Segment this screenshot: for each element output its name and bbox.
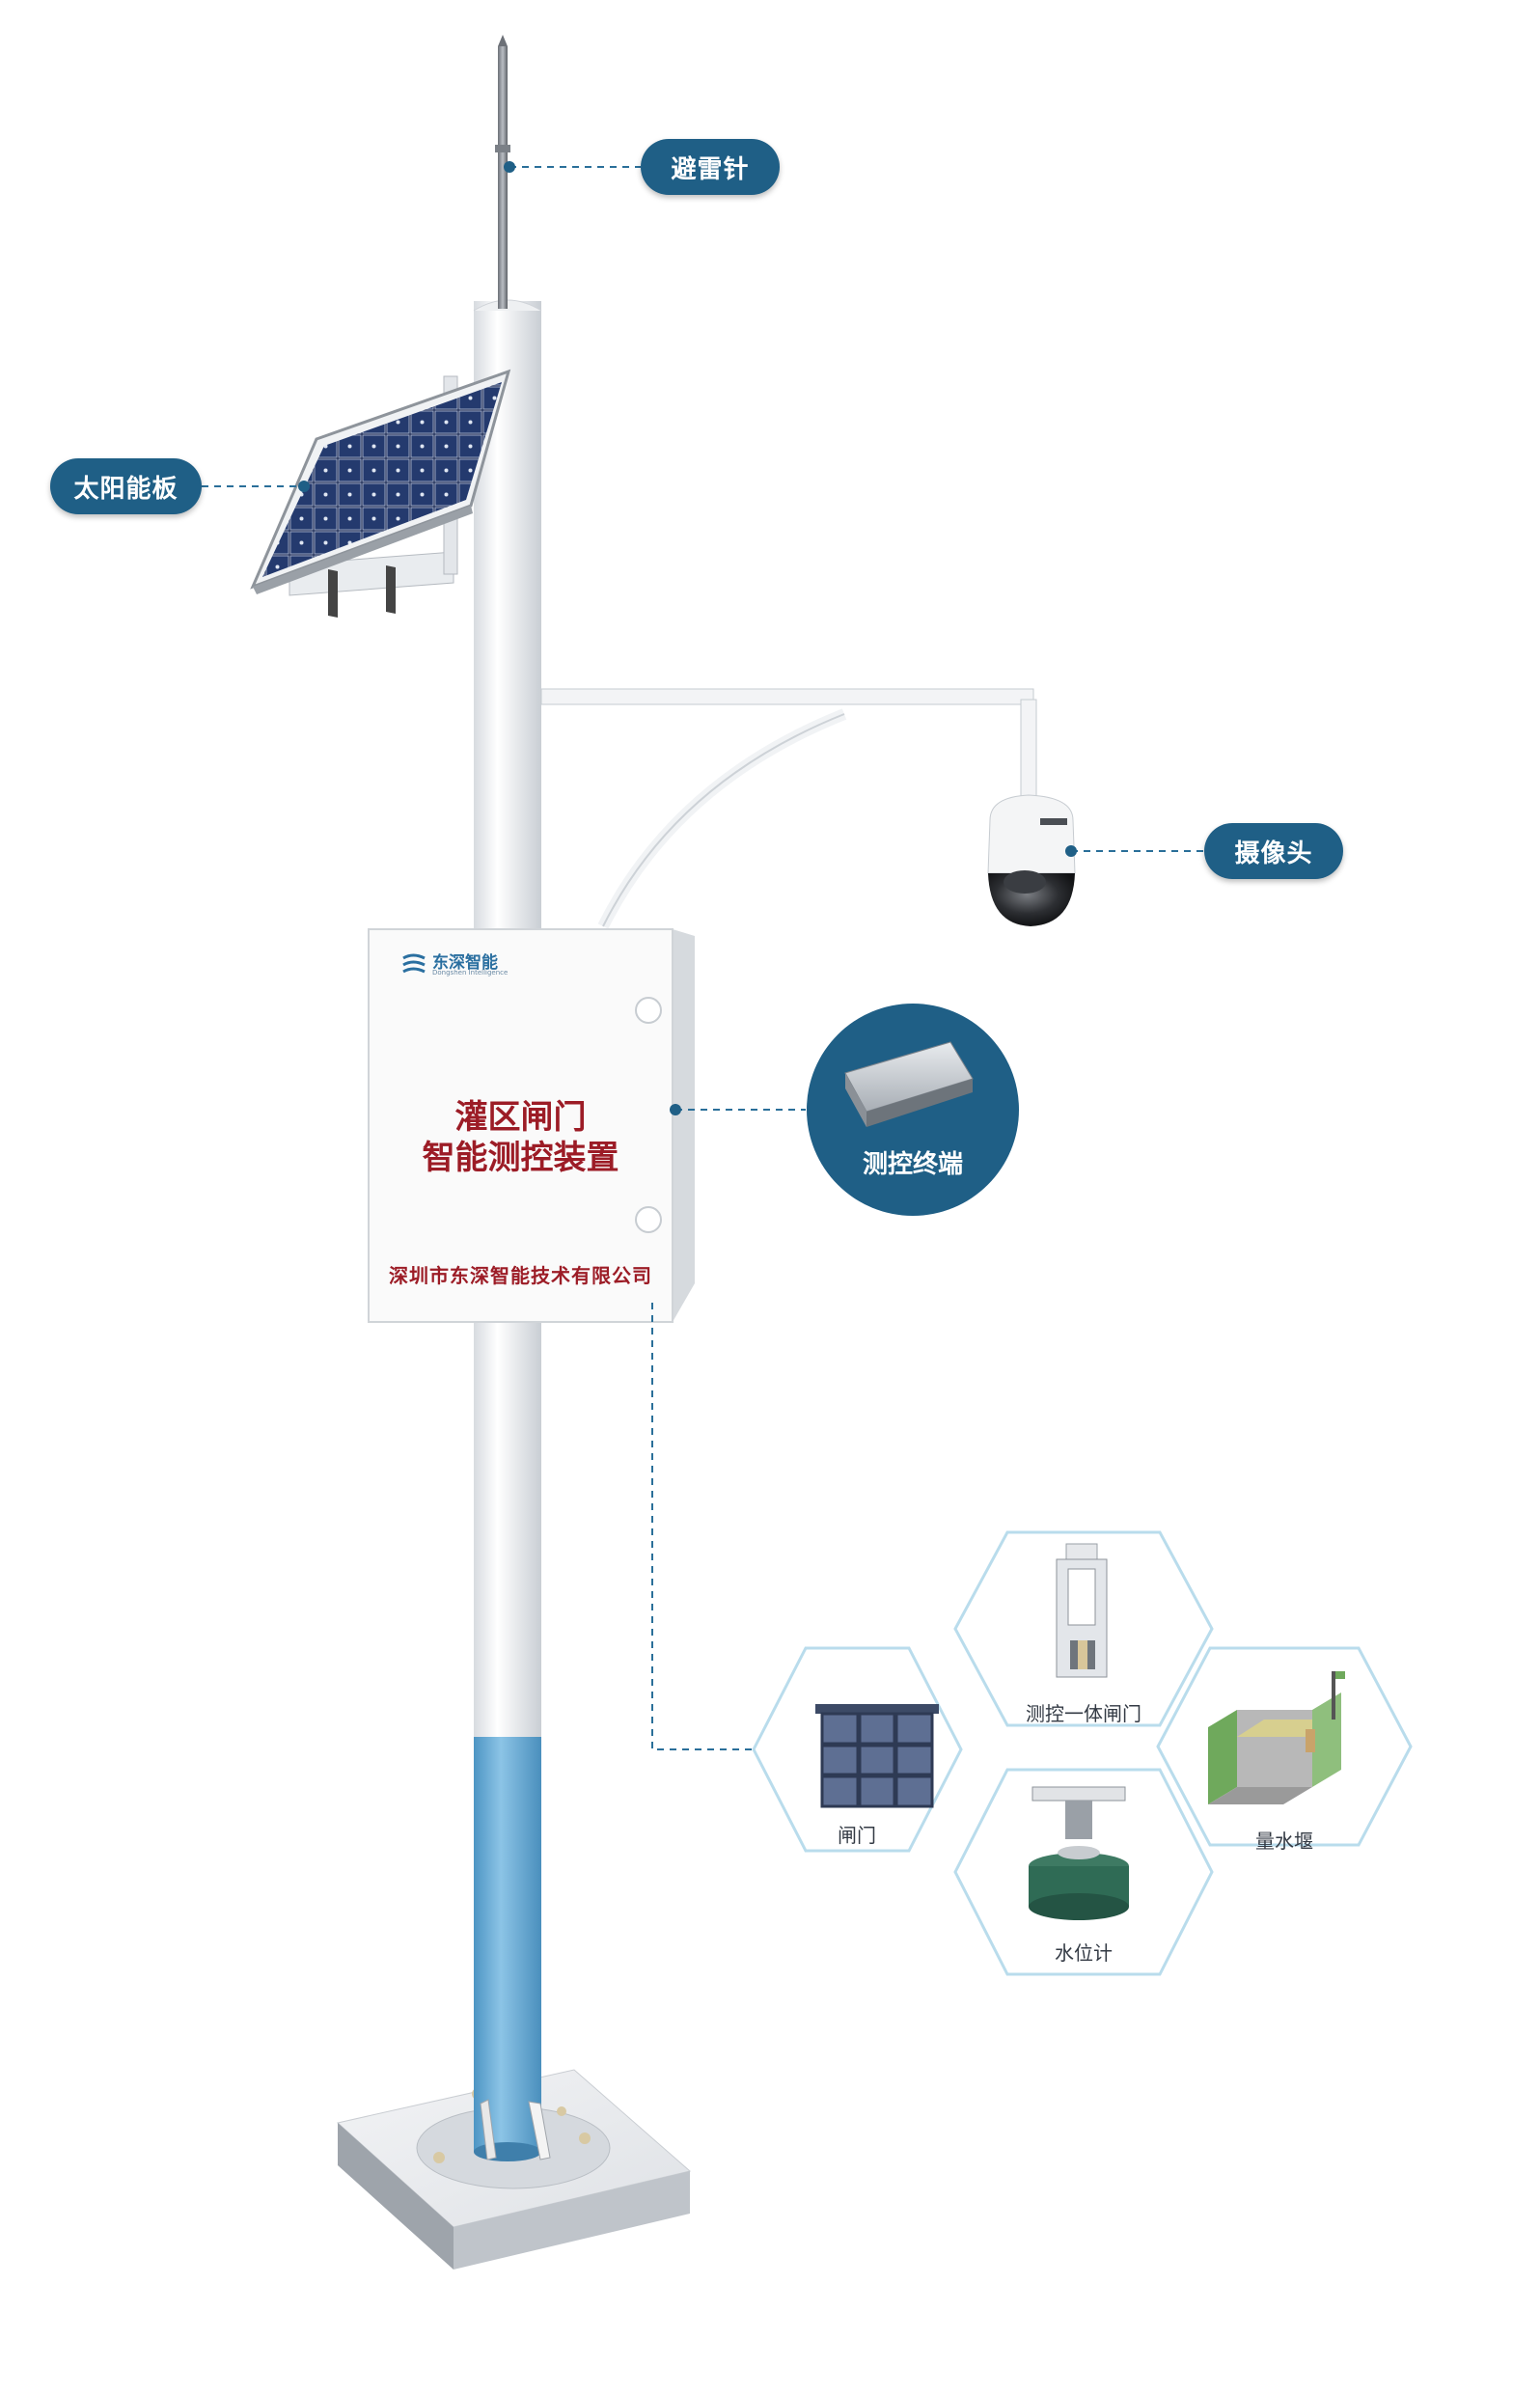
water-level-meter-device (1029, 1786, 1129, 1920)
ptz-camera (987, 794, 1076, 926)
leader-lines (202, 166, 1204, 1750)
solar-panel (250, 369, 511, 618)
cabinet-brand: 东深智能 (432, 953, 498, 973)
camera-arm (540, 688, 1037, 929)
terminal-label: 测控终端 (862, 1150, 963, 1179)
lightning-rod-label: 避雷针 (641, 139, 780, 195)
integrated-gate-caption: 测控一体闸门 (1026, 1702, 1141, 1725)
control-cabinet (368, 928, 695, 1323)
measuring-weir-device (1208, 1671, 1345, 1804)
gate-device (815, 1704, 939, 1808)
solar-panel-label: 太阳能板 (50, 458, 202, 514)
cabinet-brand-sub: Dongshen Intelligence (432, 969, 509, 977)
water-level-meter-caption: 水位计 (1055, 1941, 1113, 1965)
cabinet-title-line2: 智能测控装置 (422, 1139, 619, 1177)
leader-dots (298, 161, 1077, 1115)
gate-caption: 闸门 (838, 1824, 876, 1847)
camera-label: 摄像头 (1204, 823, 1343, 879)
cabinet-company: 深圳市东深智能技术有限公司 (389, 1264, 652, 1287)
integrated-gate-device (1056, 1543, 1108, 1678)
terminal-device (844, 1041, 974, 1127)
brand-logo-icon (402, 953, 426, 974)
measuring-weir-caption: 量水堰 (1255, 1830, 1313, 1853)
cabinet-title-line1: 灌区闸门 (454, 1098, 587, 1137)
terminal-badge (807, 1004, 1019, 1216)
lightning-rod (495, 35, 510, 309)
